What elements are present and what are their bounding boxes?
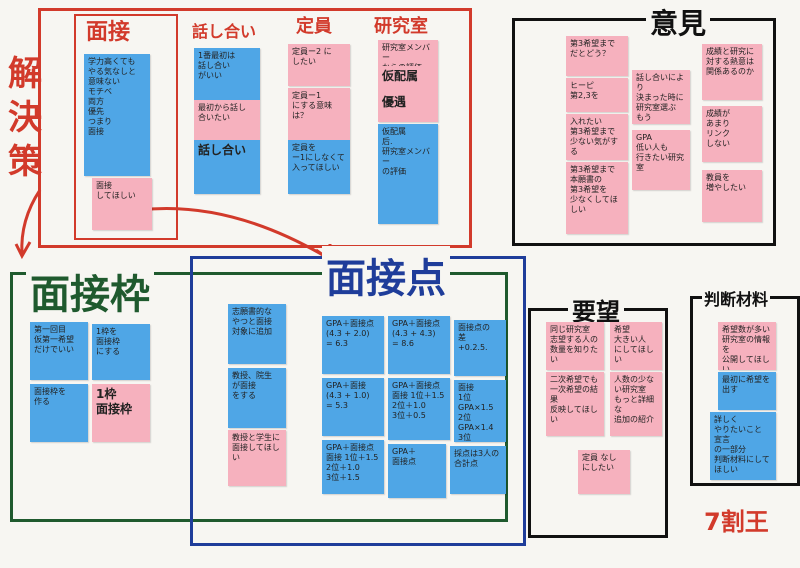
sticky-note: 定員ー1 にする意味は？ <box>288 88 350 140</box>
sticky-note: 面接点の 差 +0.2.5. <box>454 320 506 376</box>
sticky-note: GPA＋ 面接点 <box>388 444 446 498</box>
sticky-note: 入れたい 第3希望まで 少ない気がする <box>566 114 628 160</box>
interview-frame <box>74 14 178 240</box>
sticky-note: 教員を 増やしたい <box>702 170 762 222</box>
judgement-heading: 判断材料 <box>702 286 771 310</box>
sticky-note: 第一回目 仮第一希望 だけでいい <box>30 322 88 380</box>
sticky-note: 話し合いにより 決まった時に 研究室選ぶ もう <box>632 70 690 124</box>
sticky-note: 1枠を 面接枠 にする <box>92 324 150 380</box>
sticky-note: 面接 してほしい <box>92 178 152 230</box>
sticky-note: 1枠 面接枠 <box>92 384 150 442</box>
interview-heading: 面接 <box>86 20 131 45</box>
sticky-note: 成績が あまり リンク しない <box>702 106 762 162</box>
sticky-note: 話し合い <box>194 140 260 194</box>
sticky-note: GPA＋面接 (4.3 + 1.0) = 5.3 <box>322 378 384 436</box>
solution-heading: 解決策 <box>8 54 42 182</box>
sticky-note: 希望数が多い 研究室の情報を 公開してほしい <box>718 322 776 370</box>
sticky-note: 志願書的な やつと面接 対象に追加 <box>228 304 286 364</box>
lab-heading: 研究室 <box>374 16 428 37</box>
opinion-heading: 意見 <box>646 2 711 42</box>
sticky-note: 学力高くても やる気なしと 意味ない モチベ 両方 優先 つまり 面接 <box>84 54 150 176</box>
sticky-note: 研究室メンバー からの評価 <box>378 40 438 66</box>
request-heading: 要望 <box>568 292 624 327</box>
quota-heading: 定員 <box>296 16 332 37</box>
sticky-note: GPA＋面接点 面接 1位＋1.5 2位＋1.0 3位＋1.5 <box>322 440 384 494</box>
sticky-note: 成績と研究に 対する熱意は 関係あるのか <box>702 44 762 100</box>
sticky-note: 第3希望まで 本願書の 第3希望を 少なくしてほしい <box>566 162 628 234</box>
sticky-note: 1番最初は 話し合い がいい <box>194 48 260 100</box>
interview-slot-heading: 面接枠 <box>26 262 154 320</box>
sticky-note: 仮配属 <box>378 66 438 92</box>
sticky-note: 最初から話し 合いたい <box>194 100 260 140</box>
sticky-note: 最初に希望を 出す <box>718 372 776 410</box>
sticky-note: 詳しく やりたいこと 宣言 の一部分 判断材料にしてほしい <box>710 412 776 480</box>
sticky-note: 定員 なし にしたい <box>578 450 630 494</box>
sticky-note: GPA＋面接点 (4.3 + 4.3) = 8.6 <box>388 316 450 374</box>
sticky-note: 人数の少ない研究室 もっと詳細な 追加の紹介 <box>610 372 662 436</box>
sticky-note: GPA 低い人も 行きたい研究室 <box>632 130 690 190</box>
sticky-note: ヒーピ 第2,3を <box>566 78 628 112</box>
solution-frame <box>38 8 472 248</box>
sticky-note: 教授と学生に 面接してほしい <box>228 430 286 486</box>
sticky-note: 仮配属 后. 研究室メンバー の評価 <box>378 124 438 224</box>
sticky-note: 定員ー2 に したい <box>288 44 350 86</box>
sticky-note: 面接枠を 作る <box>30 384 88 442</box>
sticky-note: GPA＋面接点 面接 1位＋1.5 2位＋1.0 3位＋0.5 <box>388 378 450 440</box>
sticky-note: GPA＋面接点 (4.3 + 2.0) = 6.3 <box>322 316 384 374</box>
discussion-heading: 話し合い <box>192 22 257 41</box>
sticky-note: 希望 大きい人 にしてほしい <box>610 322 662 370</box>
sticky-note: 二次希望でも 一次希望の結果 反映してほしい <box>546 372 604 436</box>
interview-score-heading: 面接点 <box>322 246 450 304</box>
interview-slot-frame <box>10 272 508 522</box>
sticky-note: 優遇 <box>378 92 438 122</box>
sticky-note: 第3希望まで だとどう？ <box>566 36 628 76</box>
opinion-frame <box>512 18 776 246</box>
sticky-note: 採点は3人の 合計点 <box>450 446 506 494</box>
sticky-note: 定員を ー1にしなくて 入ってほしい <box>288 140 350 194</box>
class-label: 7割王 <box>704 508 769 536</box>
sticky-note: 教授、院生 が面接 をする <box>228 368 286 428</box>
sticky-note: 面接 1位 GPA×1.5 2位 GPA×1.4 3位 GPA×1.3 <box>454 380 506 442</box>
sticky-note: 同じ研究室 志望する人の 数量を知りたい <box>546 322 604 370</box>
